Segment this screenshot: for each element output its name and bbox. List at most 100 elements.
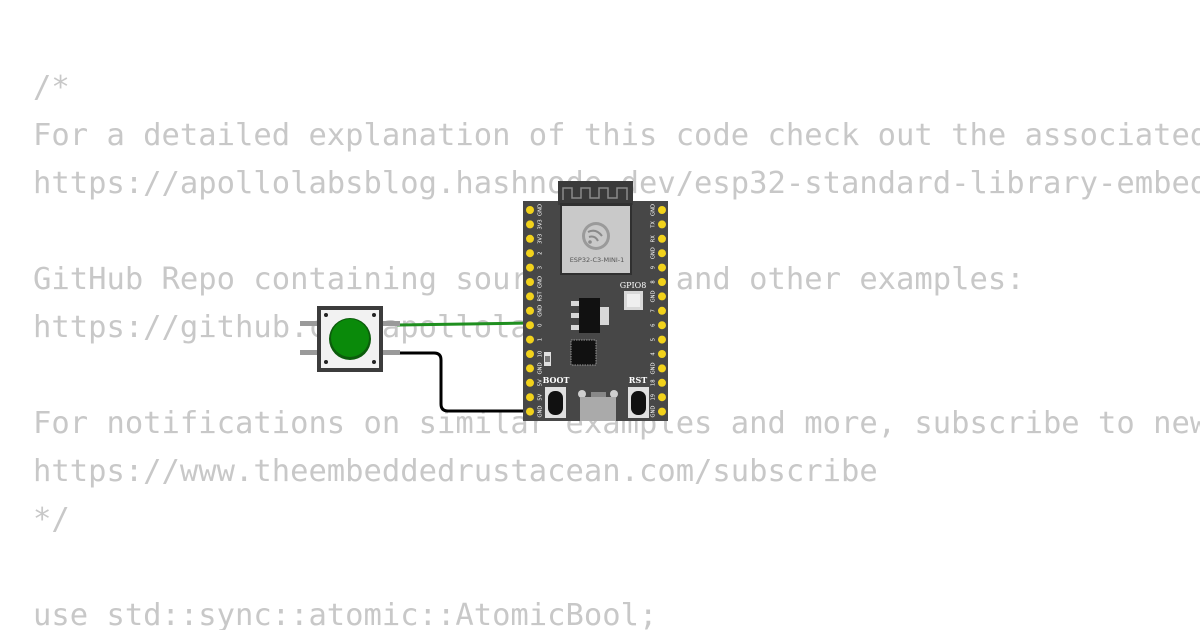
right-pin-10[interactable] (658, 335, 666, 344)
pushbutton-screw (324, 313, 328, 317)
left-pin-6[interactable] (526, 278, 534, 286)
left-pin-8[interactable] (526, 306, 534, 315)
pushbutton-lead-bottom-left (300, 350, 318, 355)
led-label: GPIO8 (620, 281, 647, 290)
code-line-1: /* (33, 70, 70, 105)
pushbutton-lead-top-left (300, 321, 318, 326)
left-pin-label: 3 (538, 266, 544, 269)
pushbutton-screw (372, 313, 376, 317)
right-pin-9[interactable] (658, 321, 666, 330)
left-pin-2[interactable] (526, 220, 534, 229)
left-pin-label: 1 (538, 338, 544, 341)
antenna-trace (562, 187, 628, 200)
left-pin-label: GND (538, 276, 544, 288)
right-pin-11[interactable] (658, 350, 666, 358)
left-pin-3[interactable] (526, 234, 534, 243)
right-pin-label: 6 (651, 324, 657, 327)
right-pin-8[interactable] (658, 306, 666, 315)
right-pin-label: RX (651, 235, 657, 243)
right-pin-3[interactable] (658, 234, 666, 243)
right-pin-2[interactable] (658, 220, 666, 229)
right-pin-15[interactable] (658, 407, 666, 416)
left-pin-15[interactable] (526, 407, 534, 416)
code-line-2: For a detailed explanation of this code … (33, 118, 1200, 153)
espressif-logo-icon (582, 222, 610, 250)
esp32-c3-board[interactable]: ESP32-C3-MINI-1 GPIO8 BOOT RST (523, 181, 668, 421)
pushbutton[interactable] (300, 306, 400, 372)
left-pin-4[interactable] (526, 249, 534, 258)
right-pin-12[interactable] (658, 364, 666, 373)
onboard-led-face (627, 294, 640, 307)
right-pin-label: 19 (651, 394, 657, 401)
regulator-pin (571, 313, 579, 318)
right-pin-label: 18 (651, 379, 657, 386)
right-pin-1[interactable] (658, 206, 666, 214)
right-pin-13[interactable] (658, 378, 666, 387)
left-pin-label: GND (538, 362, 544, 374)
right-pin-label: GND (651, 290, 657, 302)
signal-wire[interactable] (396, 321, 532, 327)
right-pin-label: 8 (651, 280, 657, 283)
left-pin-14[interactable] (526, 393, 534, 402)
code-line-12: use std::sync::atomic::AtomicBool; (33, 598, 658, 630)
left-pin-10[interactable] (526, 335, 534, 344)
left-pin-11[interactable] (526, 350, 534, 358)
pushbutton-lead-top-right (383, 321, 400, 326)
code-line-9: https://www.theembeddedrustacean.com/sub… (33, 454, 878, 489)
left-pin-label: 5V (538, 379, 544, 386)
left-pin-label: GND (538, 204, 544, 216)
regulator-tab (600, 307, 609, 325)
right-pin-label: 5 (651, 338, 657, 341)
left-pin-label: 0 (538, 324, 544, 327)
smd-component-center (545, 356, 550, 362)
module-label: ESP32-C3-MINI-1 (570, 256, 625, 264)
right-pin-7[interactable] (658, 292, 666, 301)
right-pin-label: 7 (651, 309, 657, 312)
boot-label: BOOT (543, 375, 570, 385)
rst-button[interactable] (631, 391, 646, 415)
left-pin-label: GND (538, 305, 544, 317)
code-background: /* For a detailed explanation of this cod… (33, 64, 1200, 630)
left-pin-label: 3V3 (538, 219, 544, 229)
rst-label: RST (629, 375, 647, 385)
pushbutton-screw (372, 360, 376, 364)
left-pin-label: 10 (538, 351, 544, 358)
right-pin-label: GND (651, 204, 657, 216)
usb-uart-chip (570, 339, 597, 366)
left-pin-7[interactable] (526, 292, 534, 301)
right-pin-label: GND (651, 406, 657, 418)
boot-button[interactable] (548, 391, 563, 415)
regulator-pin (571, 301, 579, 306)
left-pin-label: 2 (538, 252, 544, 255)
left-pin-1[interactable] (526, 206, 534, 214)
left-pin-label: GND (538, 406, 544, 418)
regulator-chip (579, 298, 600, 333)
pushbutton-lead-bottom-right (383, 350, 400, 355)
left-pin-9[interactable] (526, 321, 534, 330)
left-pin-5[interactable] (526, 263, 534, 272)
left-pin-label: RST (538, 291, 544, 302)
regulator-pin (571, 325, 579, 330)
right-pin-5[interactable] (658, 263, 666, 272)
pushbutton-cap[interactable] (331, 319, 369, 357)
module-antenna (558, 181, 633, 205)
pushbutton-screw (324, 360, 328, 364)
right-pin-6[interactable] (658, 278, 666, 286)
code-line-10: */ (33, 502, 70, 537)
right-pin-label: 9 (651, 266, 657, 269)
usb-connector (578, 390, 618, 421)
right-pin-label: GND (651, 247, 657, 259)
right-pin-14[interactable] (658, 393, 666, 402)
right-pin-label: 4 (651, 352, 657, 356)
right-pin-label: GND (651, 362, 657, 374)
right-pin-4[interactable] (658, 249, 666, 258)
ground-wire[interactable] (396, 351, 532, 413)
left-pin-label: 3V3 (538, 234, 544, 244)
left-pin-12[interactable] (526, 364, 534, 373)
left-pin-13[interactable] (526, 378, 534, 387)
left-pin-label: 5V (538, 393, 544, 400)
